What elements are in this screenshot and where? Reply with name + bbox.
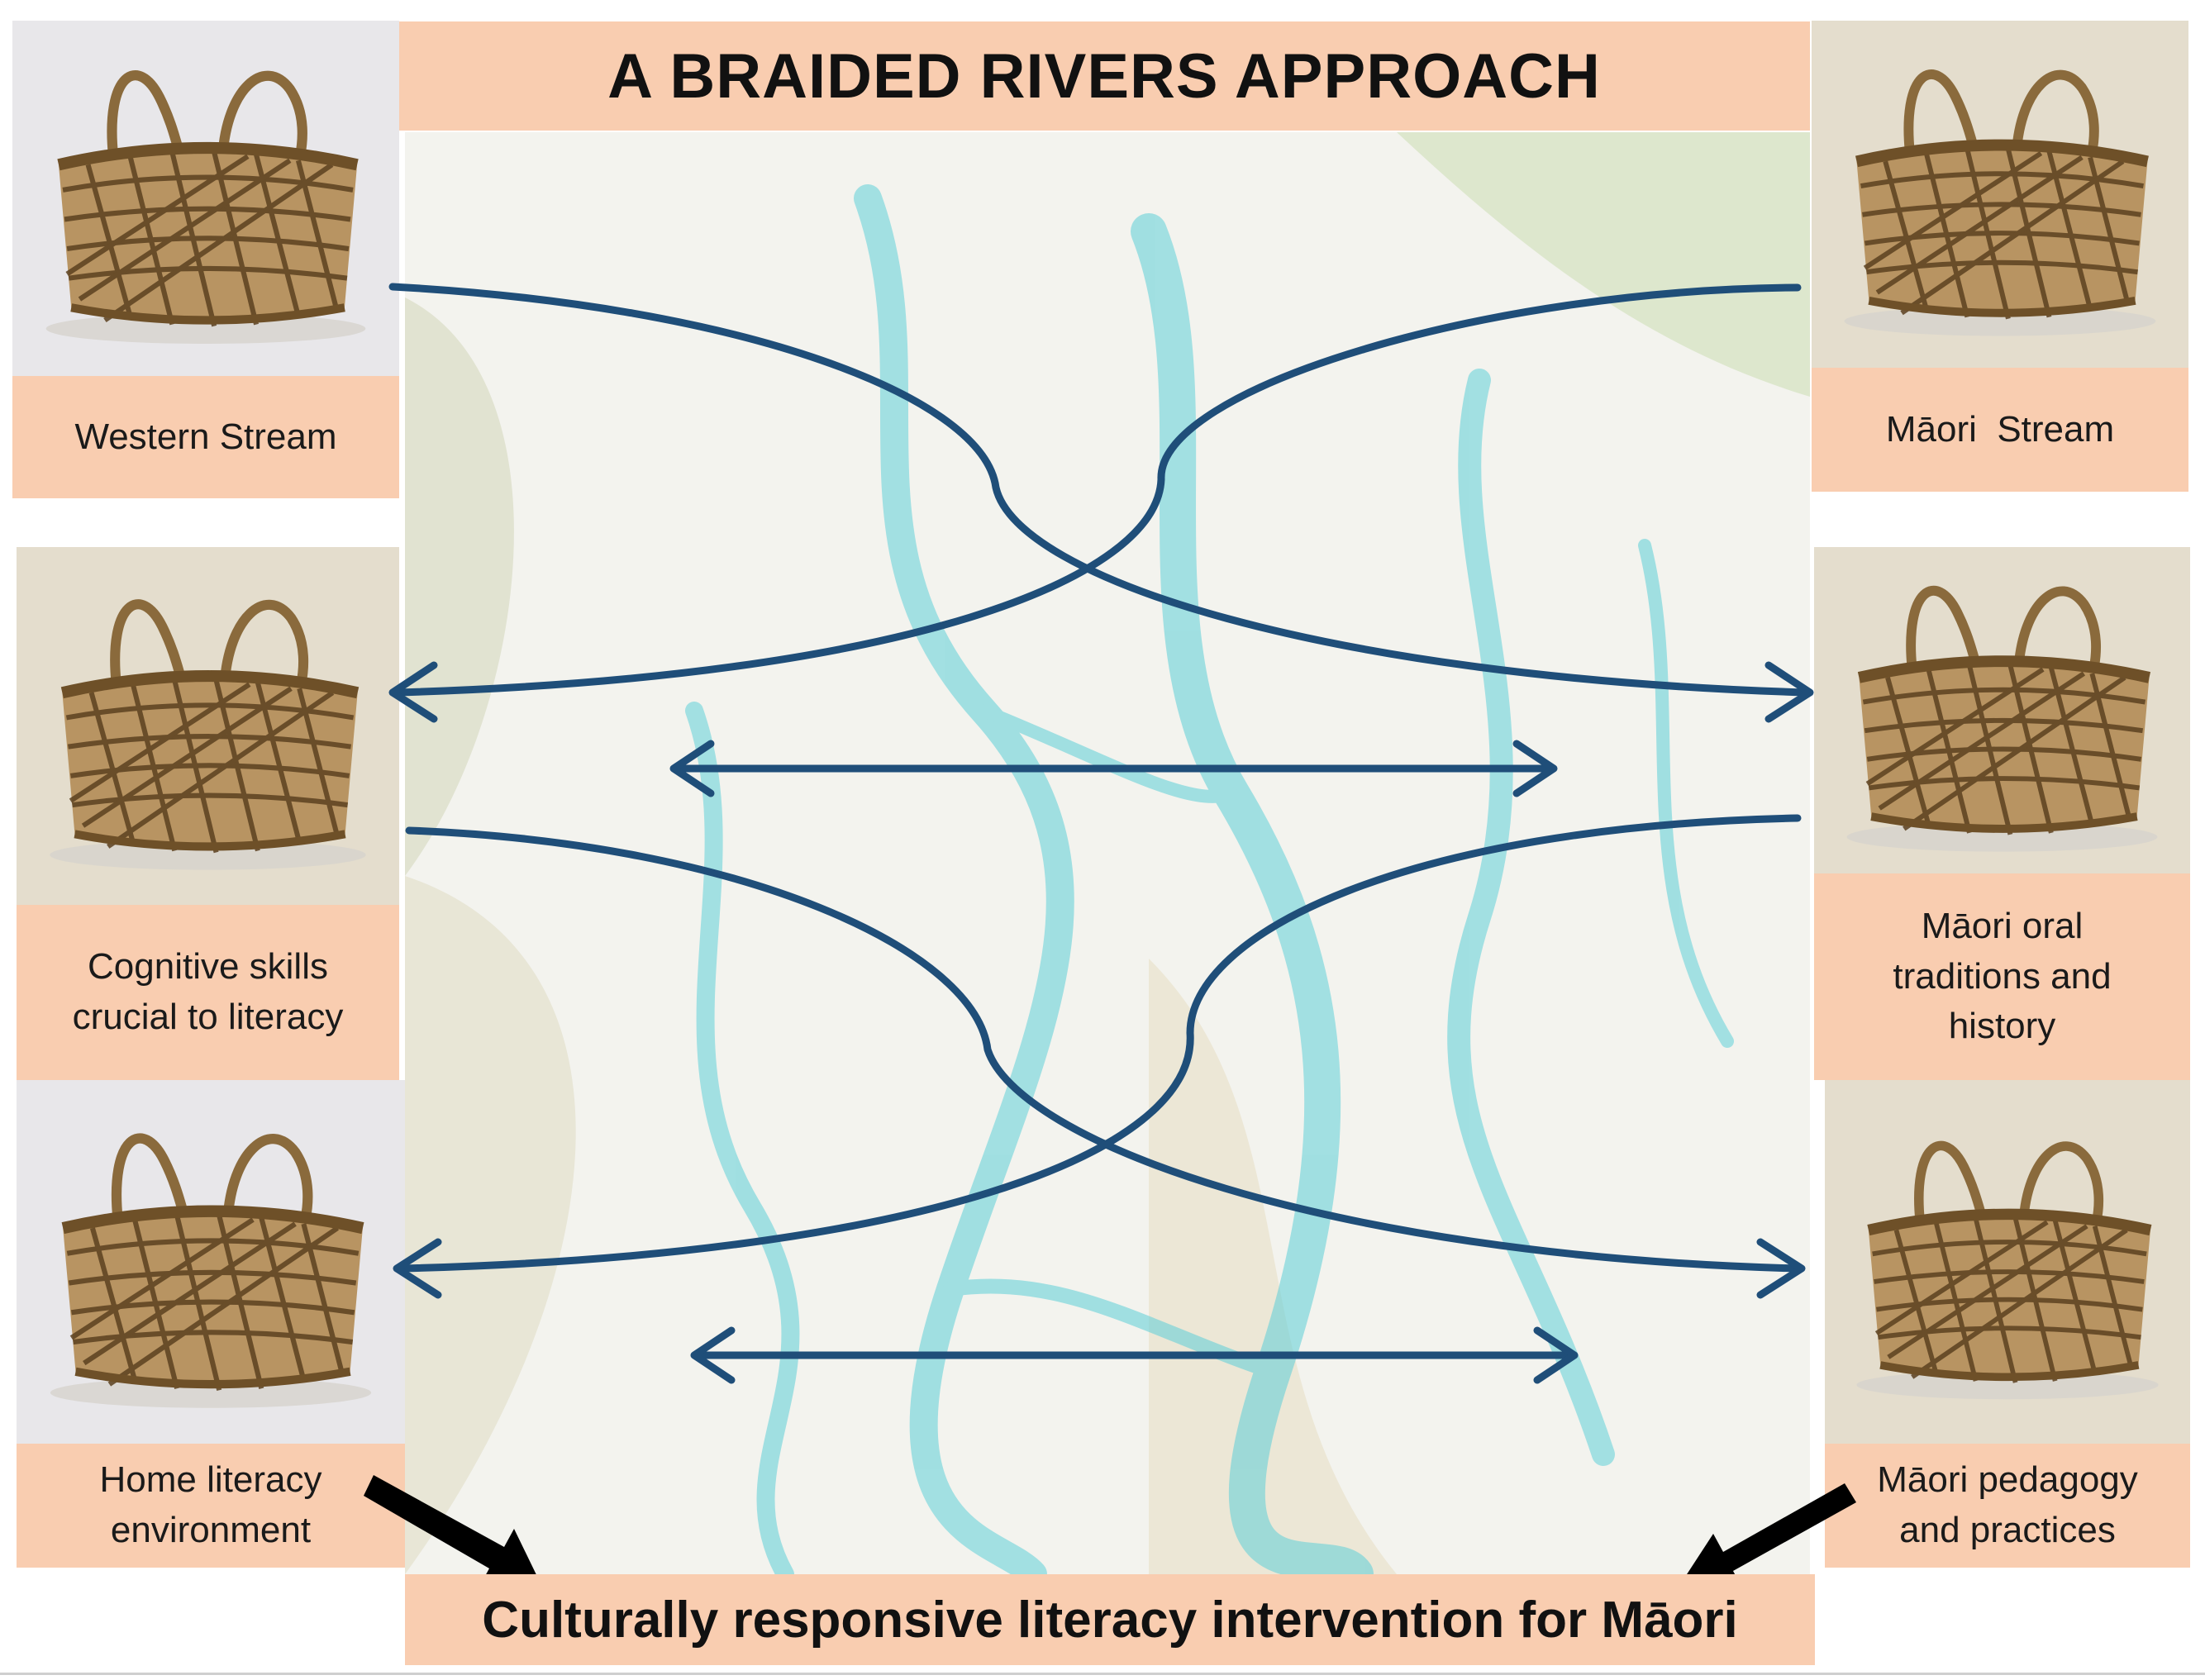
woven-basket-icon [1812,21,2188,368]
curved-arrow-icon [388,283,1810,697]
page-title: A BRAIDED RIVERS APPROACH [398,21,1810,131]
pointer-arrow-icon [364,1475,541,1587]
footer-divider [0,1673,2205,1675]
woven-basket-icon [1814,547,2190,873]
woven-basket-icon [17,547,399,905]
left-label-home-literacy: Home literacy environment [17,1444,405,1568]
right-label-oral-traditions: Māori oral traditions and history [1814,873,2190,1080]
left-panel-home-literacy: Home literacy environment [17,1080,405,1568]
left-panel-western-stream: Western Stream [12,21,399,498]
woven-basket-icon [1825,1080,2190,1444]
right-panel-pedagogy: Māori pedagogy and practices [1825,1080,2190,1568]
curved-arrow-icon [397,814,1802,1273]
left-label-cognitive-skills: Cognitive skills crucial to literacy [17,905,399,1080]
curved-arrow-icon [393,283,1802,697]
woven-basket-icon [12,21,399,376]
intervention-label: Culturally responsive literacy intervent… [405,1574,1815,1665]
right-label-pedagogy: Māori pedagogy and practices [1825,1444,2190,1568]
pointer-arrow-icon [1678,1483,1856,1588]
woven-basket-icon [17,1080,405,1444]
left-panel-cognitive-skills: Cognitive skills crucial to literacy [17,547,399,1080]
right-panel-oral-traditions: Māori oral traditions and history [1814,547,2190,1080]
right-label-maori-stream: Māori Stream [1812,368,2188,492]
left-label-western-stream: Western Stream [12,376,399,498]
curved-arrow-icon [405,826,1802,1273]
right-panel-maori-stream: Māori Stream [1812,21,2188,492]
